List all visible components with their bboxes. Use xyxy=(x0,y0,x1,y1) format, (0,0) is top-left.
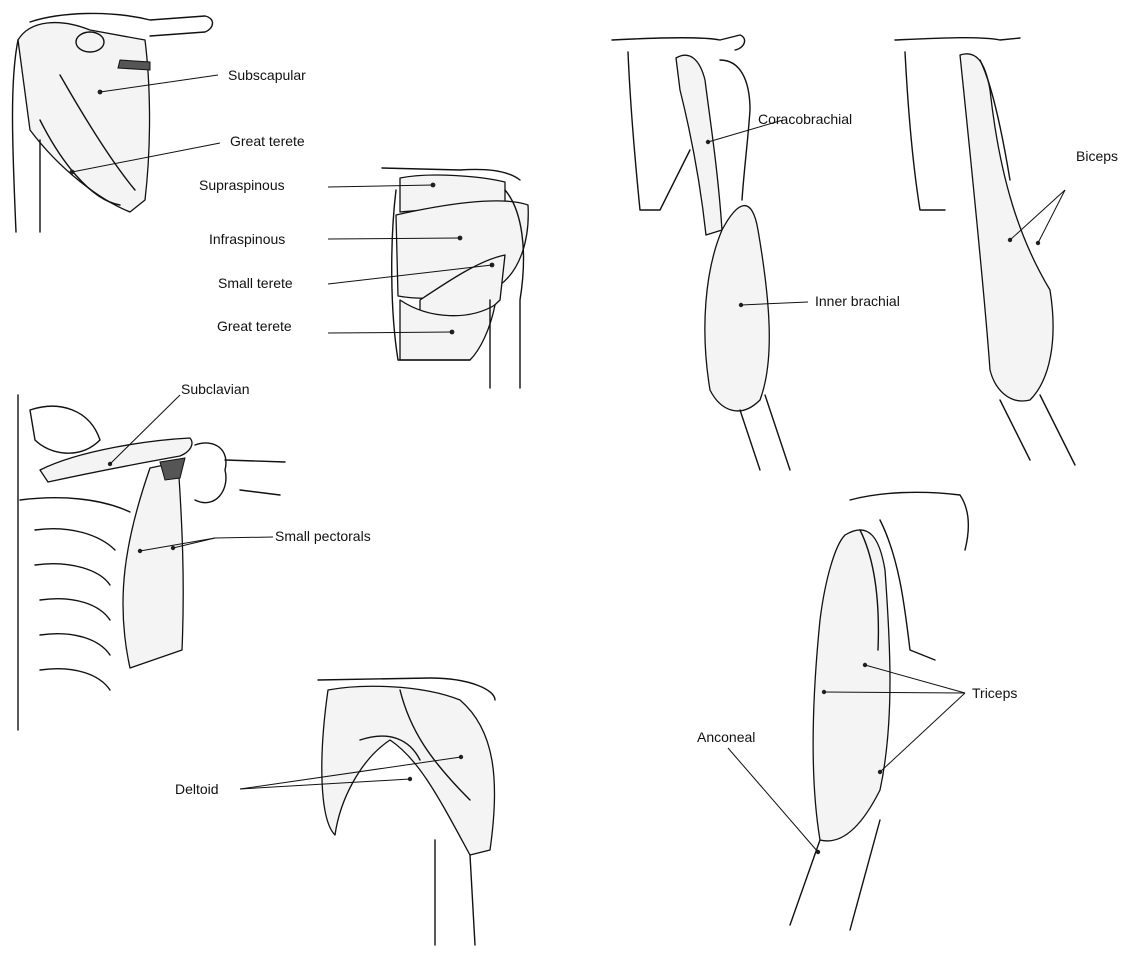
leader-anconeal xyxy=(728,748,818,852)
figure-arm-triceps xyxy=(790,492,968,930)
label-subscapular: Subscapular xyxy=(228,67,306,83)
label-anconeal: Anconeal xyxy=(697,729,755,745)
label-inner-brachial: Inner brachial xyxy=(815,293,900,309)
label-great-terete-back: Great terete xyxy=(217,318,292,334)
label-coracobrachial: Coracobrachial xyxy=(758,111,852,127)
label-small-terete: Small terete xyxy=(218,275,293,291)
figure-deltoid xyxy=(318,678,495,945)
label-supraspinous: Supraspinous xyxy=(199,177,285,193)
label-small-pectorals: Small pectorals xyxy=(275,528,371,544)
label-great-terete-front: Great terete xyxy=(230,133,305,149)
label-deltoid: Deltoid xyxy=(175,781,219,797)
label-triceps: Triceps xyxy=(972,685,1017,701)
figure-thorax xyxy=(18,395,285,730)
label-biceps: Biceps xyxy=(1076,148,1118,164)
figure-arm-brachial xyxy=(612,35,790,470)
label-infraspinous: Infraspinous xyxy=(209,231,285,247)
figure-arm-biceps xyxy=(895,38,1075,465)
figure-scapula-posterior xyxy=(382,168,528,388)
figure-scapula-anterior xyxy=(13,13,213,232)
label-subclavian: Subclavian xyxy=(181,381,250,397)
